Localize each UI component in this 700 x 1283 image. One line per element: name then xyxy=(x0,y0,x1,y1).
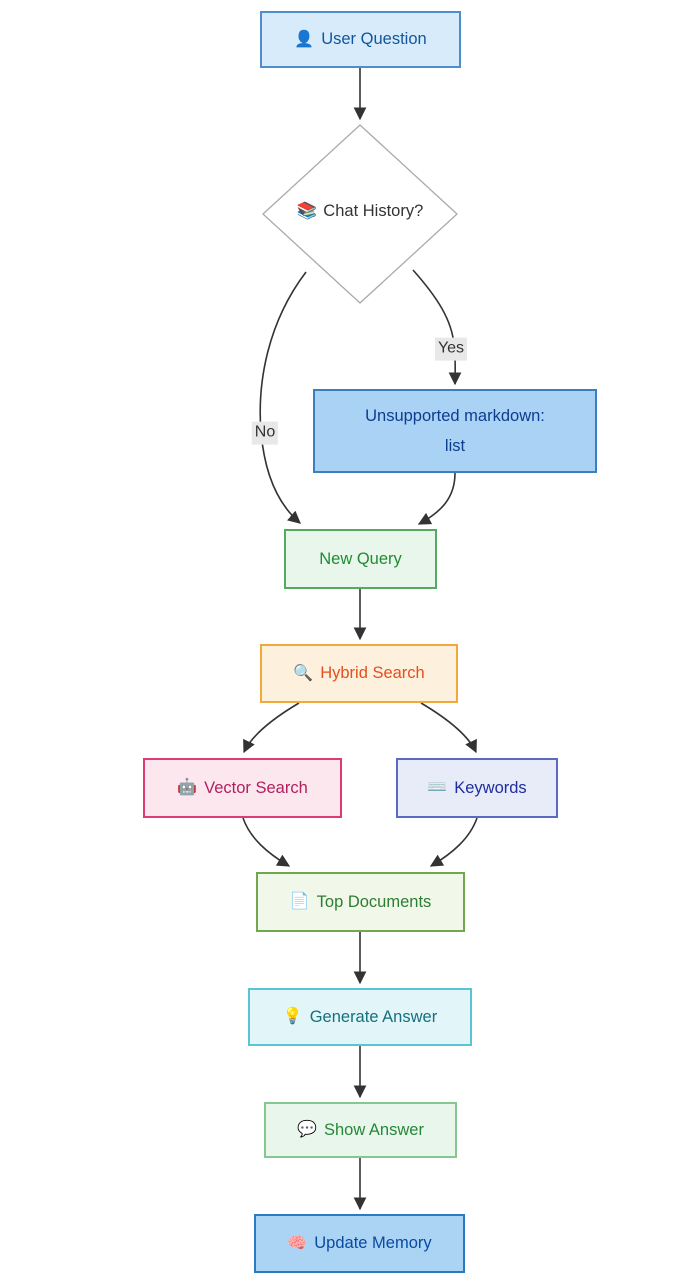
user-icon: 👤 xyxy=(294,30,315,48)
node-keywords: ⌨️ Keywords xyxy=(396,758,558,818)
edge-chat-history-no-to-new-query xyxy=(259,271,307,524)
node-new-query-label: New Query xyxy=(319,549,402,568)
edge-unsupported-to-new-query xyxy=(417,472,456,525)
node-new-query: New Query xyxy=(284,529,437,589)
node-keywords-label: Keywords xyxy=(454,778,527,797)
edge-vector-search-to-top-documents xyxy=(242,817,291,867)
edge-hybrid-search-to-keywords xyxy=(420,702,477,754)
node-hybrid-search-label: Hybrid Search xyxy=(320,664,425,682)
node-top-documents-label: Top Documents xyxy=(316,892,432,911)
node-update-memory: 🧠 Update Memory xyxy=(254,1214,465,1273)
brain-icon: 🧠 xyxy=(287,1234,308,1252)
node-unsupported-markdown-line1: Unsupported markdown: xyxy=(365,407,545,425)
node-hybrid-search: 🔍 Hybrid Search xyxy=(260,644,458,703)
node-show-answer-label: Show Answer xyxy=(323,1120,424,1139)
edge-label-no: No xyxy=(251,421,279,445)
node-chat-history: 📚 Chat History? xyxy=(265,202,455,221)
node-vector-search-label: Vector Search xyxy=(204,778,308,797)
node-unsupported-markdown: Unsupported markdown: list xyxy=(313,389,597,473)
edge-keywords-to-top-documents xyxy=(429,817,478,867)
document-icon: 📄 xyxy=(289,893,310,910)
robot-icon: 🤖 xyxy=(177,779,198,796)
node-user-question-label: User Question xyxy=(321,30,427,48)
magnifier-icon: 🔍 xyxy=(293,664,314,682)
edge-chat-history-yes-to-unsupported xyxy=(412,269,462,386)
node-update-memory-label: Update Memory xyxy=(314,1234,432,1252)
edge-hybrid-search-to-vector-search xyxy=(243,702,300,754)
node-unsupported-markdown-line2: list xyxy=(444,437,466,455)
node-generate-answer: 💡 Generate Answer xyxy=(248,988,472,1046)
node-top-documents: 📄 Top Documents xyxy=(256,872,465,932)
books-icon: 📚 xyxy=(296,202,318,220)
keyboard-icon: ⌨️ xyxy=(427,779,448,796)
speech-bubble-icon: 💬 xyxy=(297,1121,317,1138)
node-vector-search: 🤖 Vector Search xyxy=(143,758,342,818)
node-show-answer: 💬 Show Answer xyxy=(264,1102,457,1158)
node-user-question: 👤 User Question xyxy=(260,11,461,68)
node-chat-history-label: Chat History? xyxy=(323,202,424,220)
lightbulb-icon: 💡 xyxy=(282,1008,303,1025)
edge-label-yes: Yes xyxy=(434,337,468,361)
node-generate-answer-label: Generate Answer xyxy=(309,1007,438,1026)
